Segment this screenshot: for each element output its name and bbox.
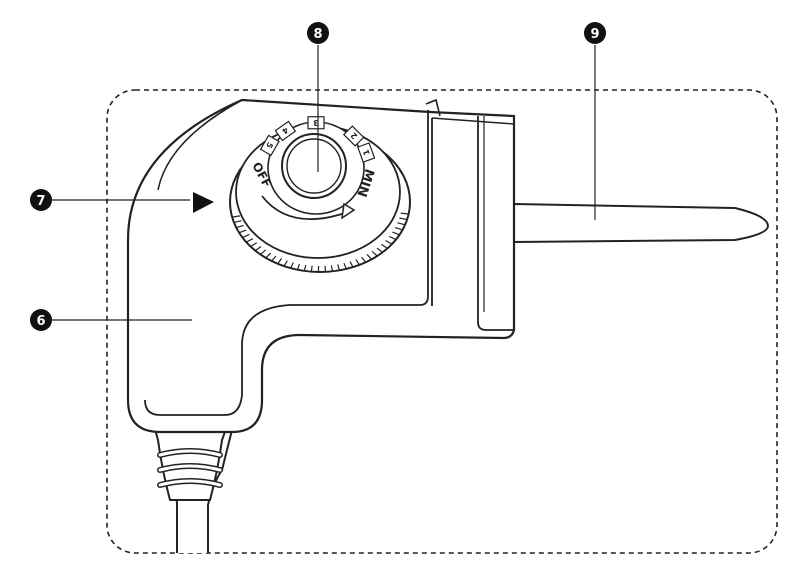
dial-digit-3: 3 (313, 118, 319, 127)
knurl-ridge (366, 254, 373, 260)
knurl-ridge (343, 262, 347, 270)
dial-digit-5: 5 (264, 140, 275, 150)
knurl-ridge (245, 238, 254, 243)
knurl-ridge (385, 239, 393, 245)
rotation-arrow (261, 195, 349, 221)
dial-digit-tab: 1 (356, 142, 376, 163)
knurl-ridge (277, 258, 282, 265)
knurl-ridge (371, 250, 378, 257)
dial-digit-tab: 3 (307, 116, 325, 130)
svg-text:7: 7 (36, 194, 45, 209)
dial-digit-box (356, 142, 376, 163)
knurl-ridge (392, 231, 400, 236)
svg-text:6: 6 (36, 314, 45, 329)
indicator-pointer-icon (193, 192, 214, 213)
dial-digit-box (342, 125, 365, 147)
rotation-arrow-head (341, 202, 356, 220)
housing-facet (157, 99, 243, 191)
dial-digit-tab: 5 (259, 134, 280, 157)
knurl-ridge (242, 233, 250, 239)
strain-relief (148, 411, 234, 501)
dial-digit-tab: 4 (274, 120, 297, 142)
strain-relief-ridge-highlight (158, 479, 222, 487)
knurl-ridge (395, 226, 403, 231)
callout-6: 6 (30, 309, 52, 331)
strain-relief-ridge-highlight (158, 464, 222, 472)
dial-digit-1: 1 (361, 148, 372, 157)
knurl-ridge (381, 243, 388, 249)
dial-digit-tabs: 12 3 45 (259, 116, 376, 163)
dial-digit-box (259, 134, 280, 157)
knurl-ridge (376, 247, 383, 253)
knurl-ridge (303, 264, 307, 272)
knurl-ridge (232, 215, 241, 218)
knurl-ridge (233, 220, 242, 224)
knurl-ridge (271, 255, 277, 262)
dial-digit-box (307, 116, 325, 130)
knurl-ridge (259, 249, 267, 255)
knurl-ridge (236, 224, 244, 229)
knurl-ridge (397, 222, 406, 226)
knurl-ridge (265, 252, 272, 259)
knurl-ridge (361, 256, 367, 263)
dashed-frame (106, 89, 778, 554)
housing-contour (144, 110, 429, 416)
callout-8: 8 (307, 22, 329, 44)
svg-text:9: 9 (590, 27, 599, 42)
svg-text:8: 8 (313, 27, 322, 42)
dial-digit-tab: 2 (342, 125, 365, 147)
probe-collar (425, 98, 515, 331)
strain-relief-ridge-highlight (158, 449, 222, 457)
knurl-ridge (399, 217, 408, 221)
knurl-ridge (290, 262, 294, 269)
knurl-ridge (238, 229, 247, 234)
knurl-ridge (330, 265, 334, 272)
dial-digit-2: 2 (349, 131, 359, 141)
knurl-ridge (310, 265, 313, 272)
knurl-ridge (388, 235, 397, 241)
knurl-ridge (296, 263, 301, 270)
knurl-ridge (337, 264, 341, 271)
callout-9: 9 (584, 22, 606, 44)
knurl-ridge (349, 261, 354, 268)
dial-digit-box (274, 120, 297, 142)
knurl-ridge (400, 212, 409, 215)
knurl-ridge (250, 242, 258, 248)
callout-7: 7 (30, 189, 52, 211)
dial-digit-4: 4 (280, 125, 290, 136)
knurl-ridge (254, 245, 262, 252)
probe-rod (513, 202, 770, 244)
knurl-ridge (283, 260, 288, 267)
knurl-ridge (355, 259, 360, 266)
